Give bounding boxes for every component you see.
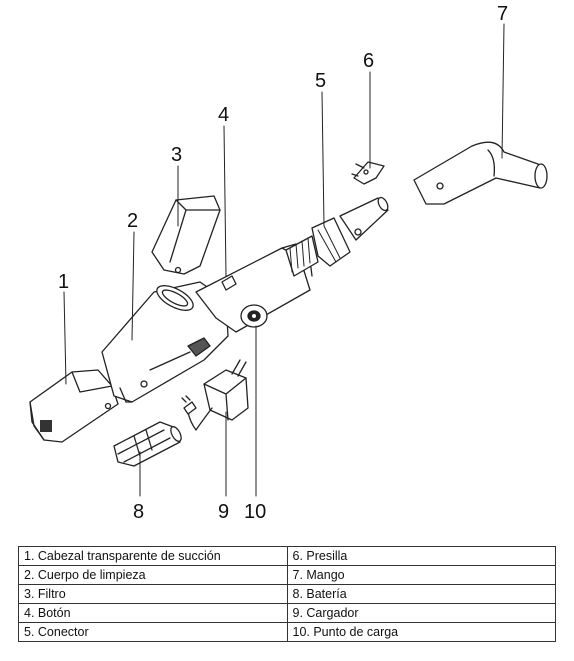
filter-part [151,195,221,275]
legend-cell: 4. Botón [18,603,288,623]
legend-cell: 7. Mango [286,565,556,585]
charge-point-part [240,304,268,328]
callout-5: 5 [315,70,326,92]
callout-4: 4 [218,104,229,126]
legend-cell: 2. Cuerpo de limpieza [18,565,288,585]
callout-9: 9 [218,501,229,523]
legend-row: 5. Conector 10. Punto de carga [18,622,556,642]
callout-1: 1 [58,271,69,293]
charger-part [181,359,249,431]
callout-10: 10 [244,501,266,523]
handle-part [413,141,548,205]
legend-row: 4. Botón 9. Cargador [18,603,556,623]
clip-part [351,161,385,185]
parts-legend-table: 1. Cabezal transparente de succión 6. Pr… [18,546,556,642]
callout-8: 8 [133,501,144,523]
suction-head-part [29,369,119,443]
callout-6: 6 [363,50,374,72]
callout-7: 7 [497,3,508,25]
connector-part [285,196,389,277]
leader-lines [63,23,505,497]
legend-cell: 10. Punto de carga [286,622,556,642]
callout-2: 2 [127,210,138,232]
callout-3: 3 [171,144,182,166]
legend-cell: 8. Batería [286,584,556,604]
legend-row: 2. Cuerpo de limpieza 7. Mango [18,565,556,585]
cleaning-body-part [101,281,229,403]
legend-row: 1. Cabezal transparente de succión 6. Pr… [18,546,556,566]
legend-row: 3. Filtro 8. Batería [18,584,556,604]
legend-cell: 3. Filtro [18,584,288,604]
legend-cell: 5. Conector [18,622,288,642]
legend-cell: 9. Cargador [286,603,556,623]
legend-cell: 1. Cabezal transparente de succión [18,546,288,566]
exploded-diagram: 1 2 3 4 5 6 7 8 9 10 [29,3,548,523]
battery-part [113,421,182,467]
legend-cell: 6. Presilla [286,546,556,566]
